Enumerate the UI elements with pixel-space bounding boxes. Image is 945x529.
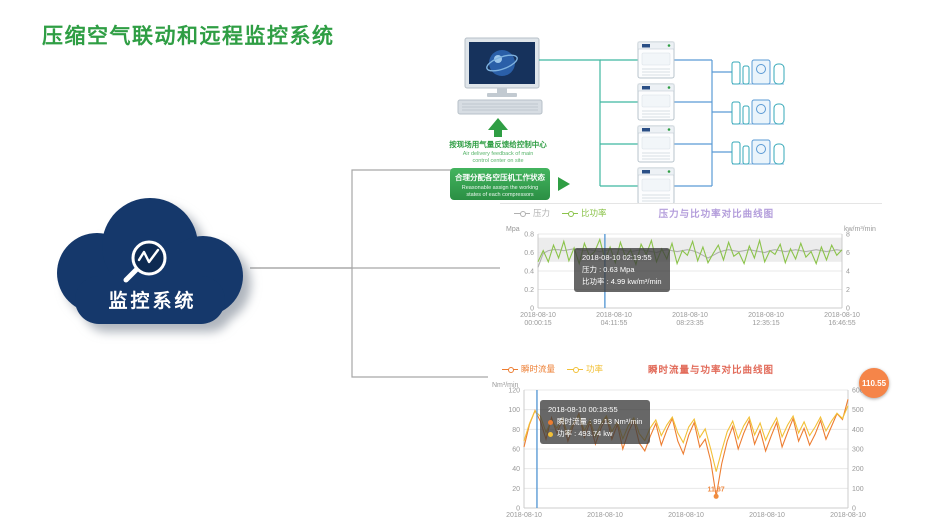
compressor-unit-2 [637, 83, 675, 121]
svg-text:120: 120 [508, 388, 520, 395]
svg-text:2018-08-10: 2018-08-10 [672, 312, 708, 319]
svg-text:2018-08-10: 2018-08-10 [596, 312, 632, 319]
assign-label-en1: Reasonable assign the working [462, 185, 538, 191]
svg-text:4: 4 [846, 269, 850, 276]
svg-text:11.87: 11.87 [708, 486, 725, 493]
compressor-unit-4 [637, 167, 675, 205]
assign-box: 合理分配各空压机工作状态 Reasonable assign the worki… [450, 168, 550, 200]
svg-text:100: 100 [852, 486, 864, 493]
air-treatment-unit-1 [731, 59, 785, 85]
feedback-label-en2: control center on site [472, 158, 523, 164]
feedback-label-en1: Air delivery feedback of main [463, 151, 534, 157]
svg-text:2018-08-10: 2018-08-10 [587, 512, 623, 519]
svg-text:40: 40 [512, 466, 520, 473]
svg-text:0: 0 [530, 306, 534, 313]
svg-text:kw/m³/min: kw/m³/min [844, 226, 876, 233]
svg-text:2018-08-10: 2018-08-10 [749, 512, 785, 519]
svg-text:80: 80 [512, 427, 520, 434]
magnifier-icon [123, 240, 167, 283]
svg-text:6: 6 [846, 250, 850, 257]
svg-text:2: 2 [846, 287, 850, 294]
series-dot-icon [548, 431, 553, 437]
compressor-unit-1 [637, 41, 675, 79]
svg-text:Mpa: Mpa [506, 226, 520, 233]
system-diagram: 按现场用气量反馈给控制中心 Air delivery feedback of m… [440, 26, 820, 210]
svg-text:500: 500 [852, 407, 864, 414]
chart1-tooltip: 2018-08-10 02:19:55 压力 : 0.63 Mpa 比功率 : … [574, 248, 670, 292]
svg-text:100: 100 [508, 407, 520, 414]
svg-text:8: 8 [846, 232, 850, 239]
svg-text:08:23:35: 08:23:35 [676, 320, 703, 327]
pipe-network [539, 59, 732, 187]
legend-item-pressure[interactable]: 压力 [514, 207, 550, 219]
pressure-power-chart: 压力 比功率 压力与比功率对比曲线图 0 0.2 0.4 0.6 0.8 0 2 4 6 8 201… [500, 203, 882, 334]
page-title: 压缩空气联动和远程监控系统 [42, 25, 335, 48]
chart2-tooltip: 2018-08-10 00:18:55 瞬时流量 : 99.13 Nm³/min… [540, 400, 651, 444]
svg-text:0.2: 0.2 [524, 287, 534, 294]
cloud-label: 监控系统 [108, 291, 197, 312]
line-marker-icon [567, 366, 584, 373]
assign-label-cn: 合理分配各空压机工作状态 [455, 172, 545, 182]
monitoring-cloud: 监控系统 [35, 188, 270, 358]
svg-text:2018-08-10: 2018-08-10 [824, 312, 860, 319]
svg-text:0.8: 0.8 [524, 232, 534, 239]
chart2-title: 瞬时流量与功率对比曲线图 [648, 365, 775, 376]
series-dot-icon [548, 419, 553, 425]
cloud-shape [57, 198, 243, 324]
svg-text:04:11:55: 04:11:55 [601, 320, 628, 327]
svg-text:2018-08-10: 2018-08-10 [830, 512, 866, 519]
legend-item-power[interactable]: 功率 [567, 363, 603, 375]
assign-arrow-icon [558, 177, 570, 191]
compressor-unit-3 [637, 125, 675, 163]
control-computer [457, 37, 543, 115]
svg-text:12:35:15: 12:35:15 [752, 320, 779, 327]
svg-text:2018-08-10: 2018-08-10 [748, 312, 784, 319]
svg-text:Nm³/min: Nm³/min [492, 382, 519, 389]
air-treatment-unit-2 [731, 99, 785, 125]
svg-text:0: 0 [846, 306, 850, 313]
svg-text:00:00:15: 00:00:15 [524, 320, 551, 327]
assign-label-en2: states of each compressors [466, 192, 534, 198]
svg-text:0.6: 0.6 [524, 250, 534, 257]
svg-text:16:46:55: 16:46:55 [828, 320, 855, 327]
svg-text:0: 0 [516, 506, 520, 513]
svg-text:0: 0 [852, 506, 856, 513]
line-marker-icon [562, 210, 579, 217]
svg-text:300: 300 [852, 447, 864, 454]
chart2-legend: 瞬时流量 功率 [488, 363, 629, 375]
svg-text:20: 20 [512, 486, 520, 493]
line-marker-icon [514, 210, 530, 217]
line-marker-icon [502, 366, 518, 373]
legend-item-specific-power[interactable]: 比功率 [562, 207, 607, 219]
legend-item-flow[interactable]: 瞬时流量 [502, 363, 555, 375]
chart1-legend: 压力 比功率 [500, 207, 637, 219]
svg-text:200: 200 [852, 466, 864, 473]
flow-power-chart: 瞬时流量 功率 瞬时流量与功率对比曲线图 0 20 40 60 80 100 120 0 100… [488, 360, 889, 524]
svg-text:2018-08-10: 2018-08-10 [520, 312, 556, 319]
chart2-plot-area[interactable]: 0 20 40 60 80 100 120 0 100 200 300 400 500 600 2018-0… [488, 378, 882, 524]
svg-text:0.4: 0.4 [524, 269, 534, 276]
max-value-badge: 110.55 [859, 368, 889, 398]
svg-text:2018-08-10: 2018-08-10 [668, 512, 704, 519]
svg-text:2018-08-10: 2018-08-10 [506, 512, 542, 519]
svg-text:600: 600 [852, 388, 864, 395]
air-treatment-unit-3 [731, 139, 785, 165]
feedback-arrow-icon [488, 118, 508, 137]
chart1-title: 压力与比功率对比曲线图 [658, 209, 775, 220]
svg-text:60: 60 [512, 447, 520, 454]
svg-text:400: 400 [852, 427, 864, 434]
feedback-label-cn: 按现场用气量反馈给控制中心 [449, 139, 547, 149]
